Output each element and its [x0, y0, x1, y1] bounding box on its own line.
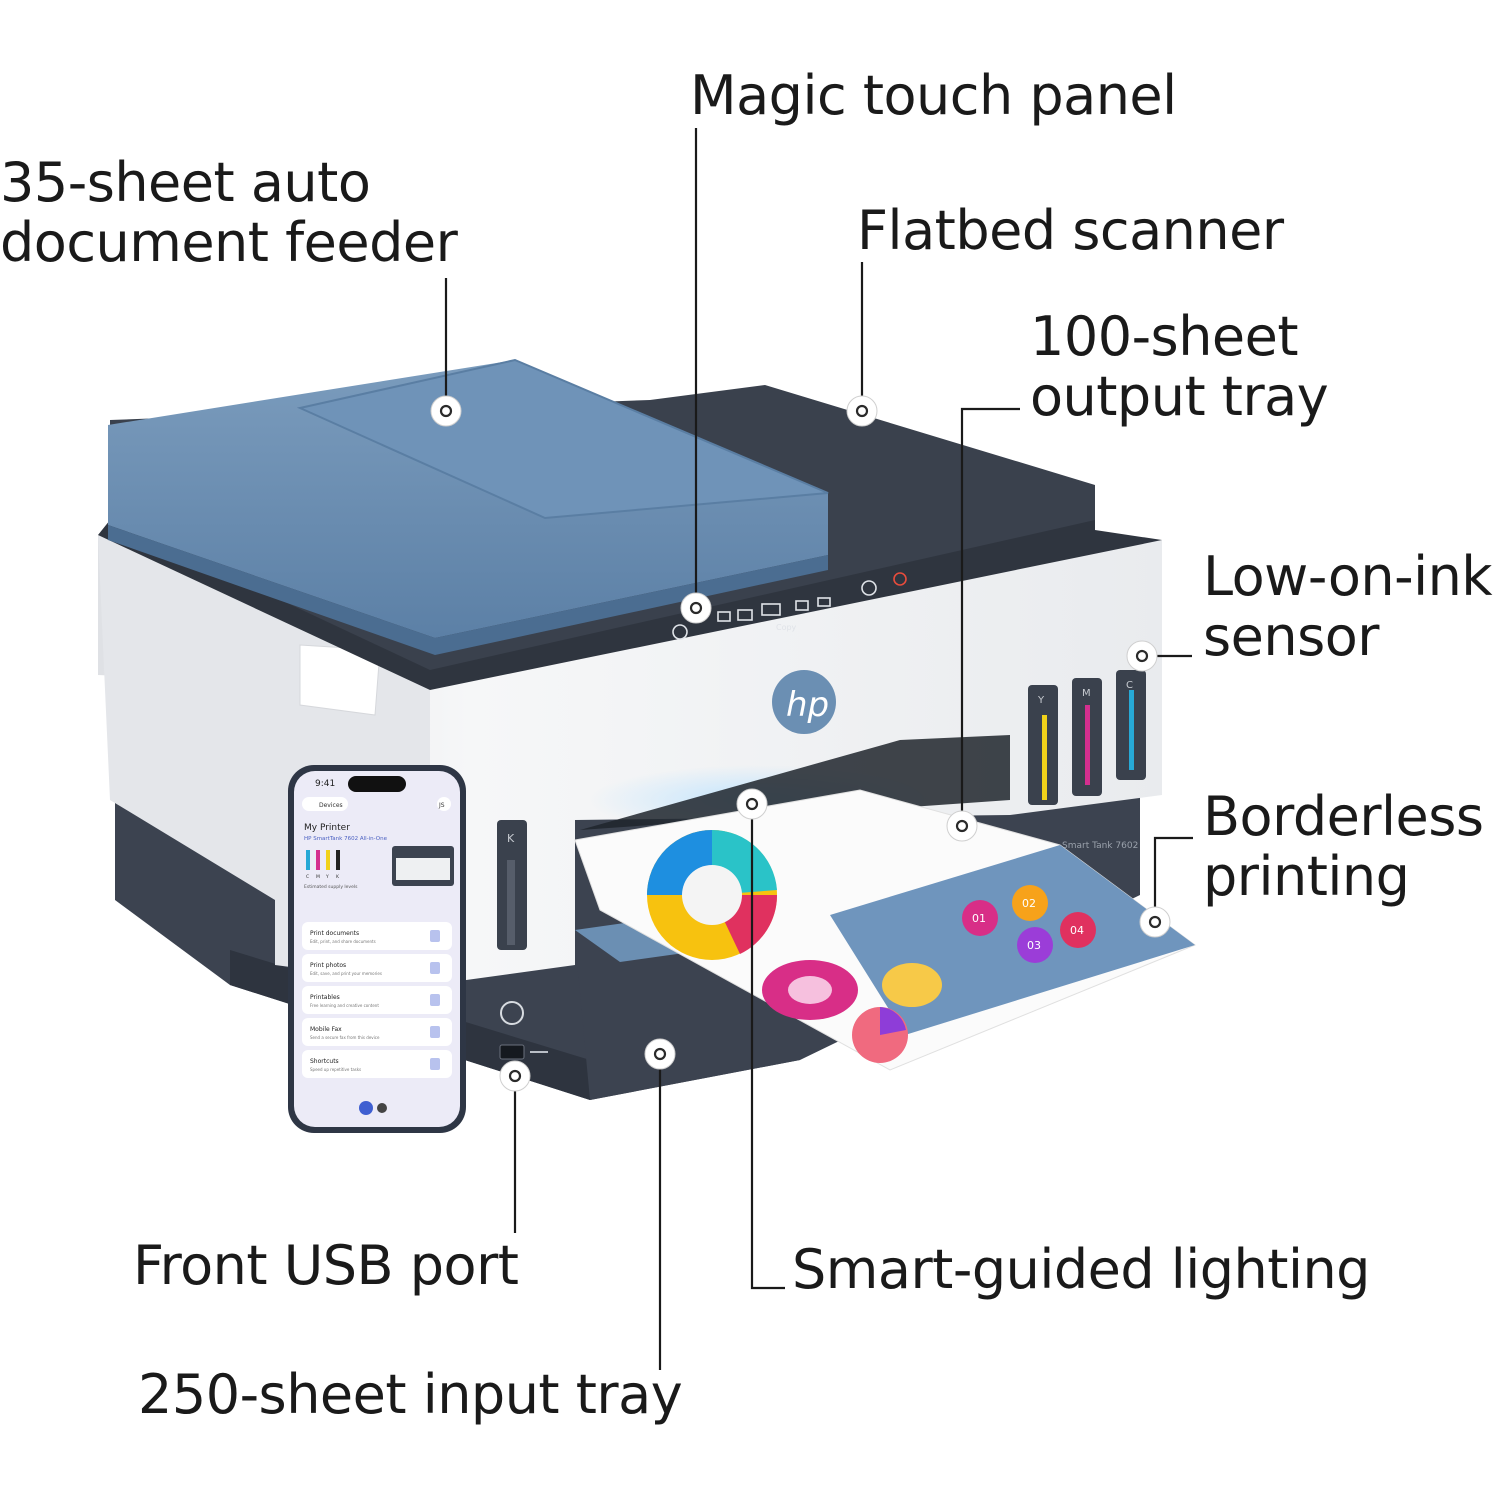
menu-title: Shortcuts: [310, 1058, 339, 1065]
svg-text:M: M: [1082, 688, 1091, 699]
menu-desc: Send a secure fax from this device: [310, 1035, 380, 1040]
menu-desc: Free learning and creative content: [310, 1003, 379, 1008]
printed-sheet: 01 02 03 04: [574, 789, 1197, 1071]
phone-time: 9:41: [315, 779, 335, 789]
svg-text:Y: Y: [1037, 695, 1045, 706]
callout-dots: [430, 395, 1171, 1092]
menu-title: Mobile Fax: [310, 1026, 342, 1033]
svg-text:02: 02: [1022, 897, 1036, 910]
panel-copy-text: Copy: [776, 623, 797, 632]
svg-text:Y: Y: [325, 874, 329, 880]
menu-title: Print documents: [310, 930, 359, 937]
label-adf: 35-sheet auto document feeder: [0, 151, 458, 274]
power-button: [500, 1001, 524, 1025]
sheet-badges: 01 02 03 04: [962, 885, 1096, 963]
label-usb-port: Front USB port: [133, 1234, 519, 1297]
phone-back-label: Devices: [319, 802, 343, 809]
menu-desc: Speed up repetitive tasks: [310, 1067, 361, 1072]
svg-text:M: M: [316, 874, 320, 880]
label-output-tray: 100-sheet output tray: [1030, 305, 1329, 428]
hp-logo: hp: [772, 670, 836, 734]
svg-text:hp: hp: [786, 685, 829, 725]
phone-supply-note: Estimated supply levels: [304, 884, 358, 890]
svg-text:01: 01: [972, 912, 986, 925]
label-lighting: Smart-guided lighting: [792, 1238, 1370, 1301]
label-borderless: Borderless printing: [1203, 785, 1484, 908]
menu-desc: Edit, print, and share documents: [310, 939, 376, 944]
usb-port: [499, 1044, 525, 1060]
menu-title: Print photos: [310, 962, 346, 969]
phone-title: My Printer: [304, 823, 350, 833]
phone-nav-home-icon: [359, 1101, 373, 1115]
svg-text:K: K: [336, 874, 340, 880]
model-badge: Smart Tank 7602: [1062, 841, 1138, 851]
phone-nav-printer-icon: [377, 1103, 387, 1113]
label-flatbed-scanner: Flatbed scanner: [857, 199, 1284, 262]
phone-ink-levels: [306, 850, 340, 870]
phone-menu: Print documents Print photos Printables …: [302, 922, 452, 1078]
ink-tanks: Y M C K: [497, 670, 1146, 950]
menu-title: Printables: [310, 994, 340, 1001]
label-ink-sensor: Low-on-ink sensor: [1203, 545, 1493, 668]
phone-mockup: 9:41 Devices JS My Printer HP SmartTank …: [288, 765, 466, 1133]
phone-subtitle: HP SmartTank 7602 All-in-One: [304, 836, 388, 842]
phone-avatar: JS: [438, 802, 445, 809]
label-touch-panel: Magic touch panel: [690, 64, 1177, 127]
label-input-tray: 250-sheet input tray: [138, 1363, 683, 1426]
touch-panel-icons: [672, 572, 907, 640]
svg-text:03: 03: [1027, 939, 1041, 952]
svg-text:C: C: [1126, 680, 1133, 691]
svg-text:C: C: [306, 874, 309, 880]
svg-text:K: K: [507, 832, 515, 845]
svg-text:04: 04: [1070, 924, 1084, 937]
callout-lines: [444, 128, 1193, 1370]
menu-desc: Edit, save, and print your memories: [310, 971, 382, 976]
